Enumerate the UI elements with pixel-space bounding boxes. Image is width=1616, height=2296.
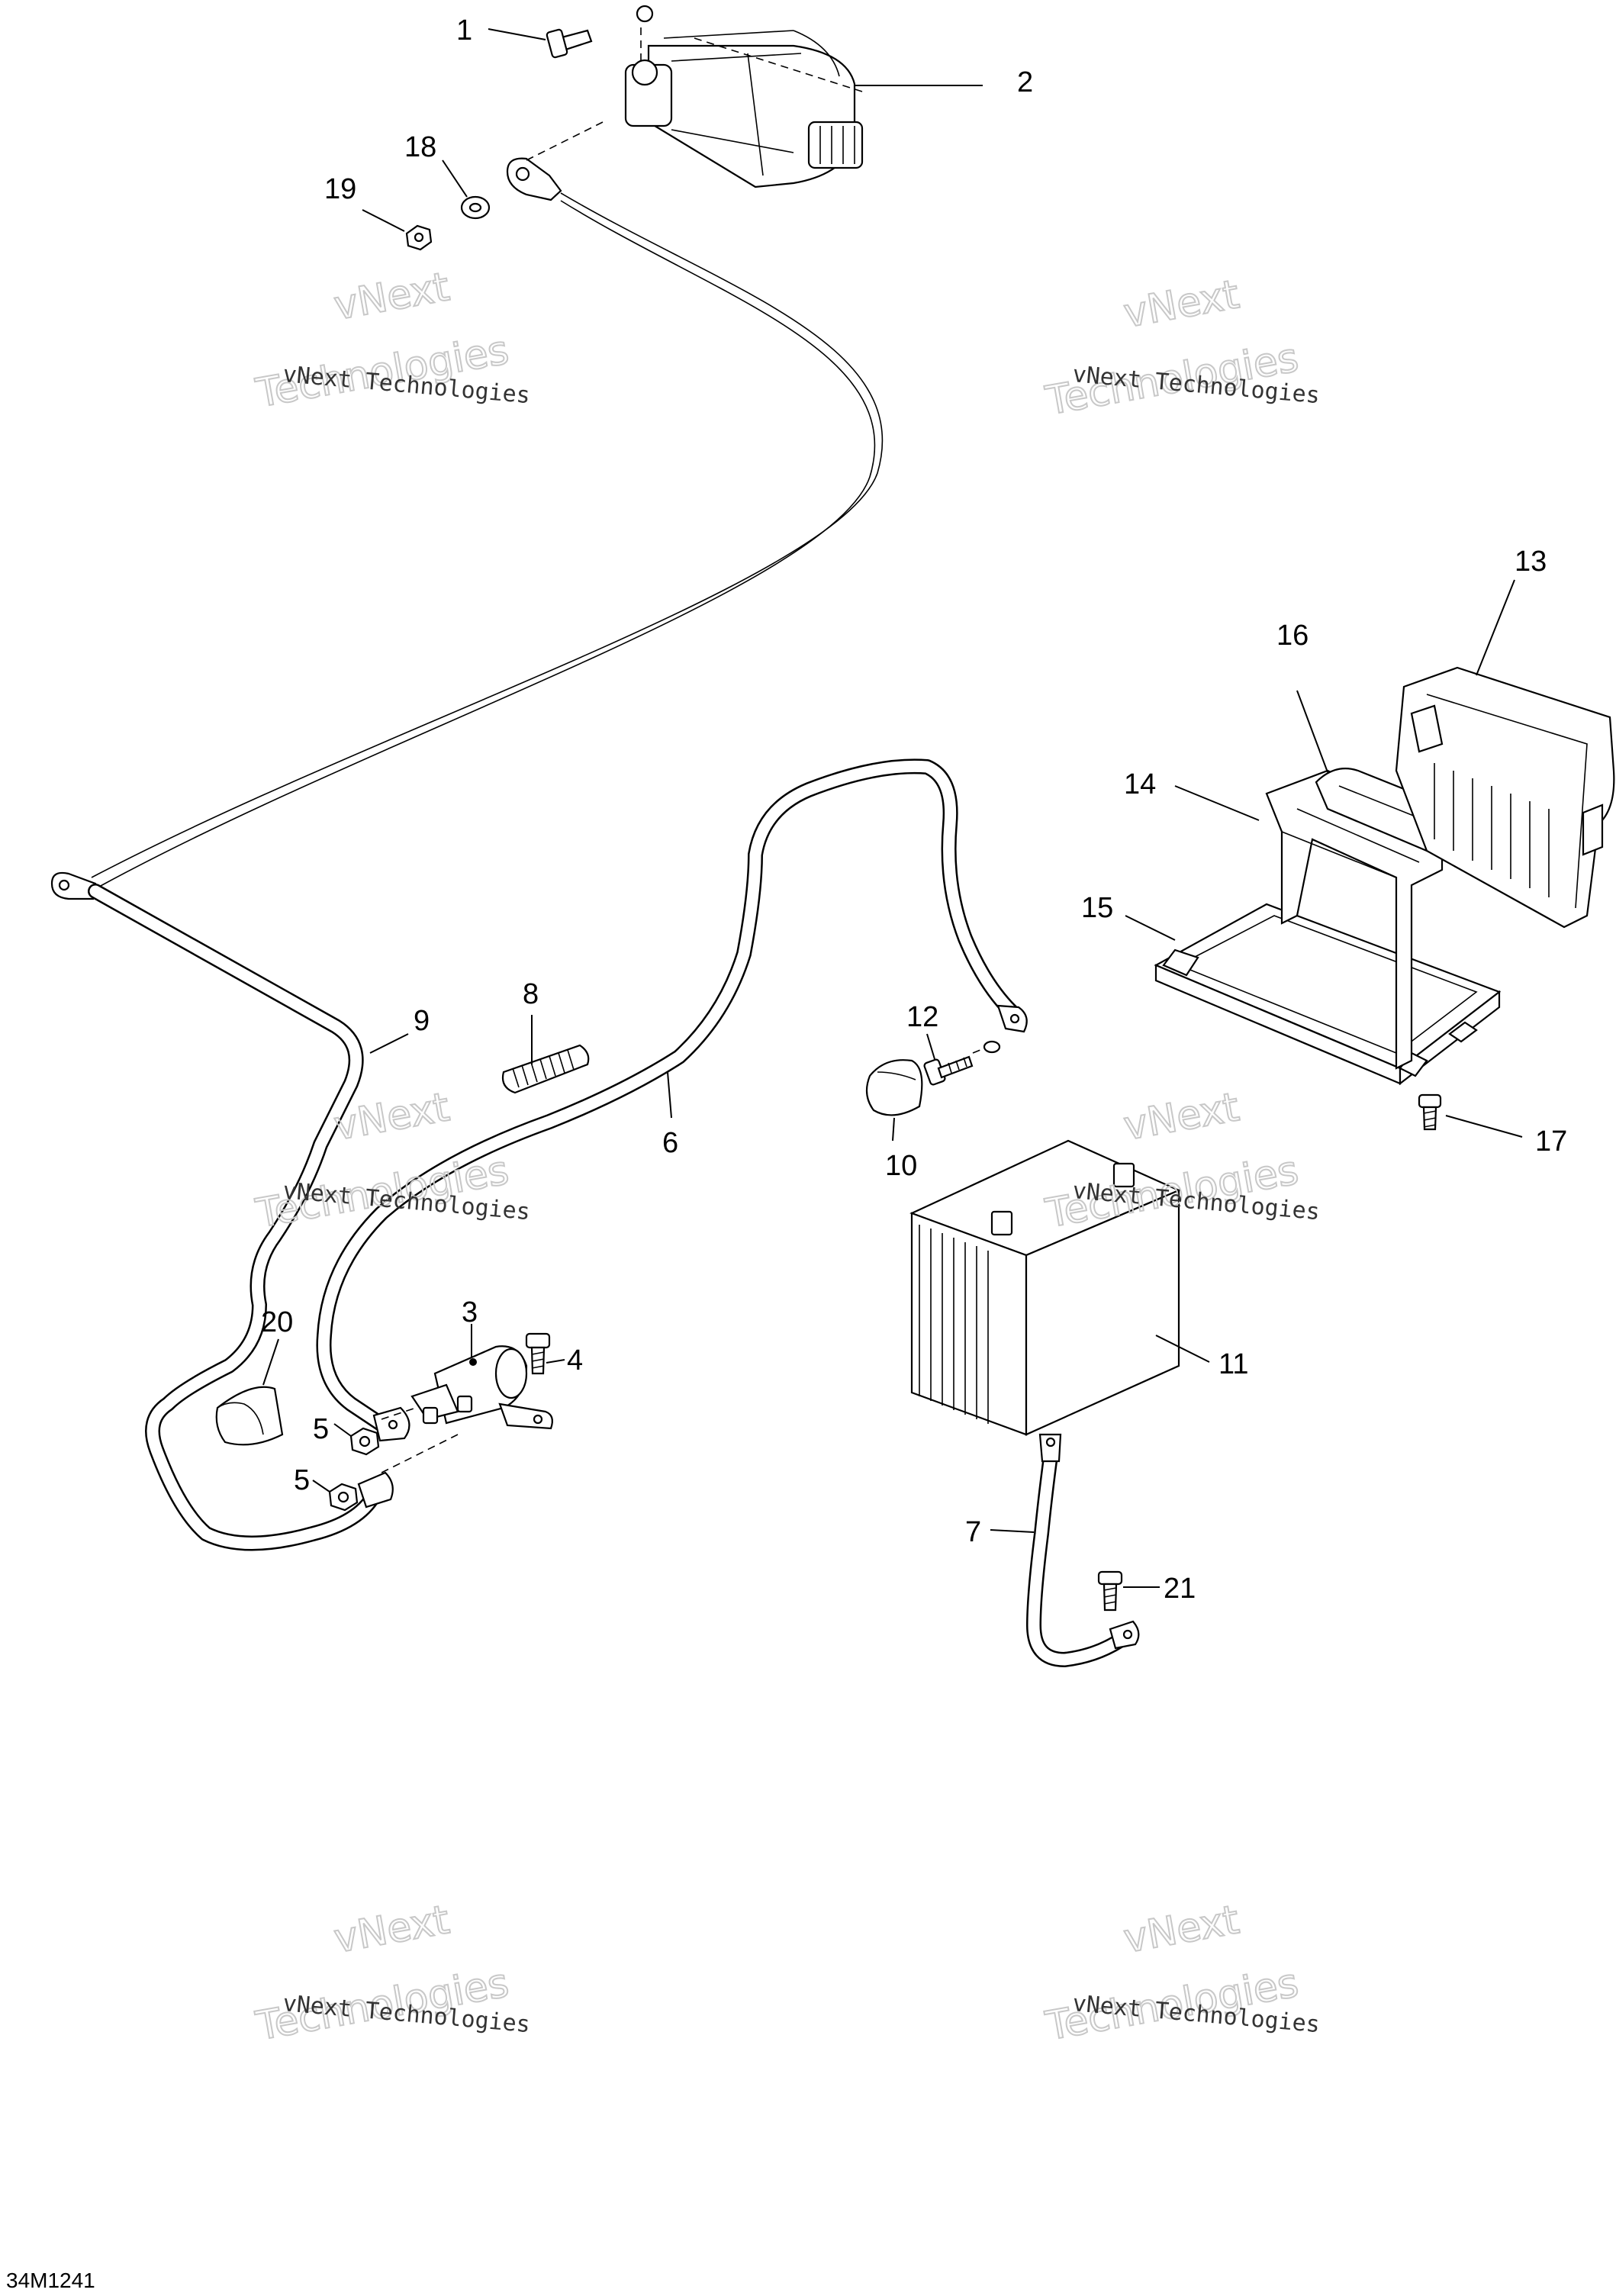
- leader-11: [1155, 1335, 1210, 1363]
- svg-text:vNext: vNext: [330, 1897, 452, 1962]
- callout-16: 16: [1276, 620, 1309, 652]
- cap-10: [865, 1059, 923, 1116]
- diagram-code: 34M1241: [6, 2269, 95, 2292]
- leader-16: [1296, 690, 1328, 773]
- leader-17: [1445, 1115, 1523, 1138]
- svg-text:vNext: vNext: [1120, 1897, 1242, 1962]
- leader-5a: [333, 1423, 352, 1437]
- callout-2: 2: [1017, 66, 1033, 98]
- callout-13: 13: [1515, 546, 1547, 578]
- svg-text:vNext: vNext: [330, 264, 452, 329]
- callout-18: 18: [404, 131, 436, 163]
- callout-1: 1: [456, 14, 472, 47]
- screw-17: [1418, 1093, 1442, 1131]
- nut-5a: [349, 1427, 380, 1456]
- leader-7: [990, 1529, 1035, 1533]
- callout-7: 7: [965, 1516, 981, 1548]
- screw-12-washer: [983, 1040, 1001, 1054]
- leader-9: [369, 1033, 409, 1054]
- svg-text:vNext: vNext: [1120, 1084, 1242, 1149]
- callout-14: 14: [1124, 768, 1156, 800]
- callout-21: 21: [1164, 1573, 1196, 1605]
- screw-12: [923, 1055, 974, 1086]
- cable-7-terminal-top: [1038, 1433, 1062, 1463]
- callout-8: 8: [523, 978, 539, 1010]
- cable-6-terminal-bottom: [372, 1406, 410, 1442]
- leader-1: [488, 28, 546, 40]
- callout-10: 10: [885, 1150, 917, 1182]
- leader-18: [442, 159, 468, 198]
- leader-19: [362, 209, 405, 232]
- leader-13: [1476, 579, 1515, 676]
- bolt-21: [1097, 1570, 1123, 1612]
- battery-11: [909, 1139, 1181, 1436]
- cable-7-terminal-bottom: [1109, 1620, 1140, 1650]
- leader-5b: [312, 1480, 330, 1493]
- callout-12: 12: [906, 1001, 938, 1033]
- battery-cover-13: [1395, 666, 1615, 929]
- nut-19: [405, 224, 433, 251]
- callout-4: 4: [567, 1344, 583, 1377]
- leader-20: [262, 1338, 279, 1386]
- bolt-4: [525, 1332, 551, 1375]
- leader-4: [546, 1359, 565, 1364]
- callout-20: 20: [261, 1306, 293, 1338]
- callout-19: 19: [324, 173, 356, 205]
- cable-9-outline-b: [98, 200, 876, 887]
- callout-5a: 5: [313, 1413, 329, 1445]
- boot-20: [215, 1386, 284, 1446]
- leader-14: [1174, 785, 1260, 821]
- callout-6: 6: [662, 1127, 678, 1159]
- boot-8: [501, 1044, 590, 1094]
- solenoid-3: [410, 1345, 553, 1430]
- cable-9-outline-a: [91, 192, 884, 878]
- starter-motor: [624, 5, 864, 188]
- leader-12: [926, 1033, 935, 1060]
- washer-18: [460, 195, 491, 220]
- leader-10: [892, 1117, 895, 1142]
- callout-17: 17: [1535, 1125, 1567, 1158]
- starter-cable-terminal: [506, 157, 562, 201]
- bolt-1: [546, 28, 593, 59]
- leader-15: [1125, 915, 1176, 941]
- callout-15: 15: [1081, 892, 1113, 924]
- battery-tray-15: [1154, 903, 1502, 1086]
- cable-6-terminal-top: [996, 1004, 1028, 1033]
- cable-9-solenoid-terminal: [357, 1471, 394, 1509]
- nut-5b: [328, 1483, 359, 1512]
- callout-5b: 5: [294, 1464, 310, 1496]
- callout-11: 11: [1218, 1348, 1248, 1380]
- leader-6: [667, 1071, 672, 1119]
- callout-3: 3: [462, 1296, 478, 1328]
- svg-text:vNext: vNext: [1120, 272, 1242, 337]
- callout-9: 9: [414, 1005, 430, 1037]
